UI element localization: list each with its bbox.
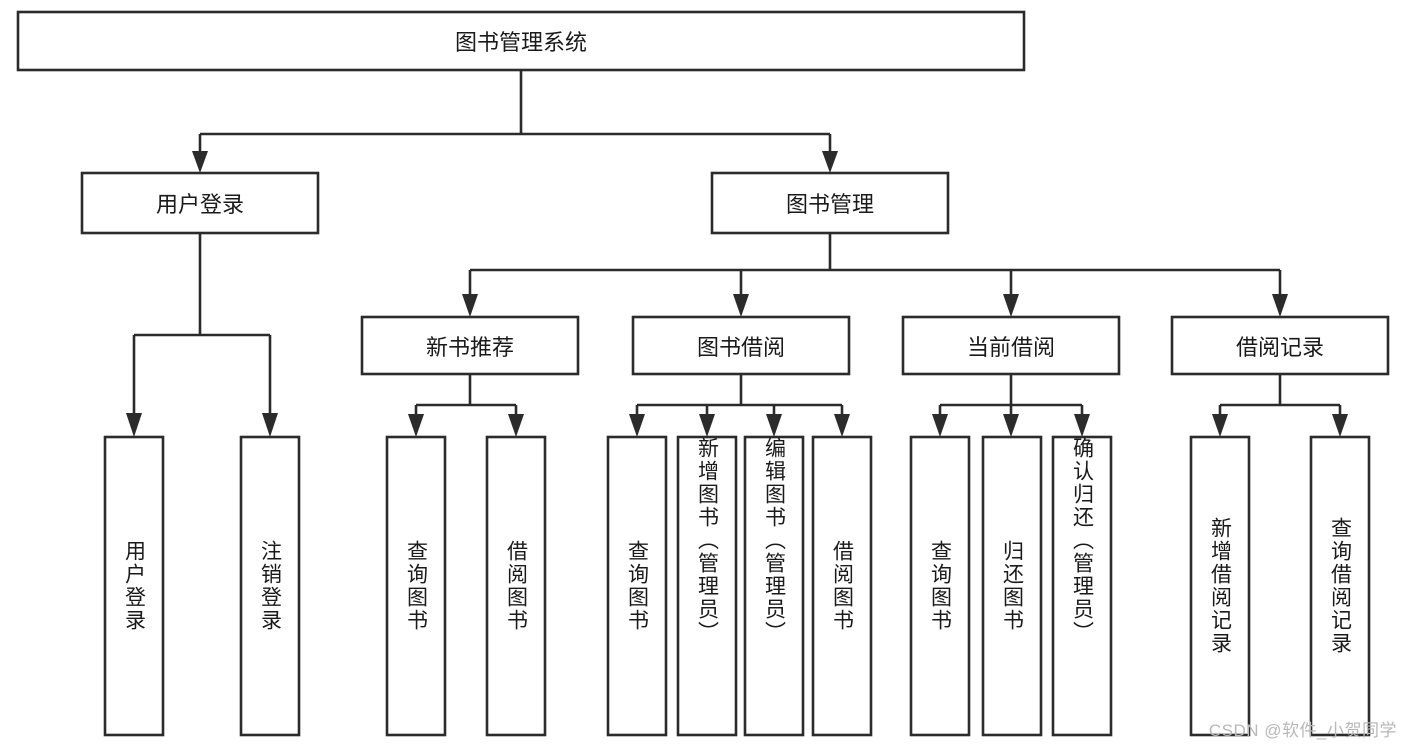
node-box-leaf-borrow-book[interactable]	[811, 435, 873, 737]
node-box-current-borrow[interactable]	[901, 315, 1121, 376]
node-box-book-borrow[interactable]	[631, 315, 851, 376]
node-box-leaf-borrow-book-rec[interactable]	[485, 435, 547, 737]
arrow-head-icon	[1272, 294, 1288, 317]
edge-group-root	[192, 70, 838, 173]
arrow-head-icon	[1074, 414, 1090, 437]
node-box-leaf-edit-book[interactable]	[743, 435, 805, 737]
node-box-leaf-confirm-return[interactable]	[1051, 435, 1113, 737]
arrow-head-icon	[822, 151, 838, 173]
watermark-text: CSDN @软件_小贺同学	[1208, 721, 1397, 740]
node-box-leaf-query-book-cur[interactable]	[909, 435, 971, 737]
edge-group-book-borrow	[629, 374, 850, 437]
arrow-head-icon	[1332, 414, 1348, 437]
node-box-leaf-query-book-borrow[interactable]	[606, 435, 668, 737]
node-box-leaf-user-login[interactable]	[103, 435, 165, 737]
arrow-head-icon	[462, 294, 478, 317]
node-box-borrow-record[interactable]	[1170, 315, 1390, 376]
arrow-head-icon	[766, 414, 782, 437]
arrow-head-icon	[192, 151, 208, 173]
edge-group-user-login	[126, 233, 278, 437]
node-box-leaf-add-record[interactable]	[1189, 435, 1251, 737]
arrow-head-icon	[508, 414, 524, 437]
arrow-head-icon	[733, 294, 749, 317]
node-box-user-login[interactable]	[80, 171, 320, 235]
arrow-head-icon	[699, 414, 715, 437]
arrow-head-icon	[1212, 414, 1228, 437]
arrow-head-icon	[629, 414, 645, 437]
edge-group-current-borrow	[932, 374, 1090, 437]
arrow-head-icon	[126, 413, 142, 437]
node-box-leaf-return-book[interactable]	[981, 435, 1043, 737]
node-box-root[interactable]	[16, 10, 1026, 72]
node-box-leaf-add-book[interactable]	[676, 435, 738, 737]
node-box-book-manage[interactable]	[710, 171, 950, 235]
node-box-new-book-rec[interactable]	[360, 315, 580, 376]
node-box-leaf-query-record[interactable]	[1309, 435, 1371, 737]
node-box-leaf-logout[interactable]	[239, 435, 301, 737]
edge-group-book-manage	[462, 233, 1288, 317]
arrow-head-icon	[262, 413, 278, 437]
edge-group-new-book-rec	[408, 374, 524, 437]
arrow-head-icon	[834, 414, 850, 437]
node-box-leaf-query-book-rec[interactable]	[385, 435, 447, 737]
arrow-head-icon	[408, 414, 424, 437]
arrow-head-icon	[1003, 294, 1019, 317]
edge-group-borrow-record	[1212, 374, 1348, 437]
arrow-head-icon	[932, 414, 948, 437]
arrow-head-icon	[1003, 414, 1019, 437]
